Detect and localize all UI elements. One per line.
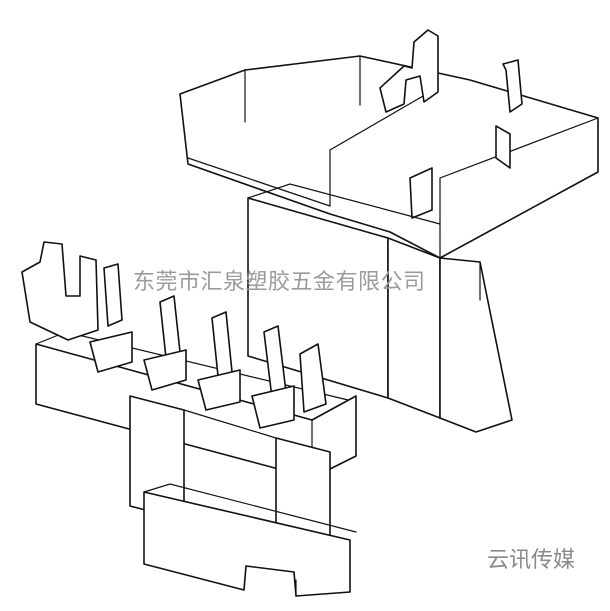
back-flange (179, 55, 599, 259)
back-pins (379, 29, 523, 219)
right-rail (439, 257, 513, 433)
core-body (247, 183, 441, 419)
bottom-base (143, 483, 357, 597)
watermark-text: 东莞市汇泉塑胶五金有限公司 (133, 270, 426, 295)
front-pins (21, 241, 327, 429)
source-label: 云讯传媒 (487, 548, 576, 573)
